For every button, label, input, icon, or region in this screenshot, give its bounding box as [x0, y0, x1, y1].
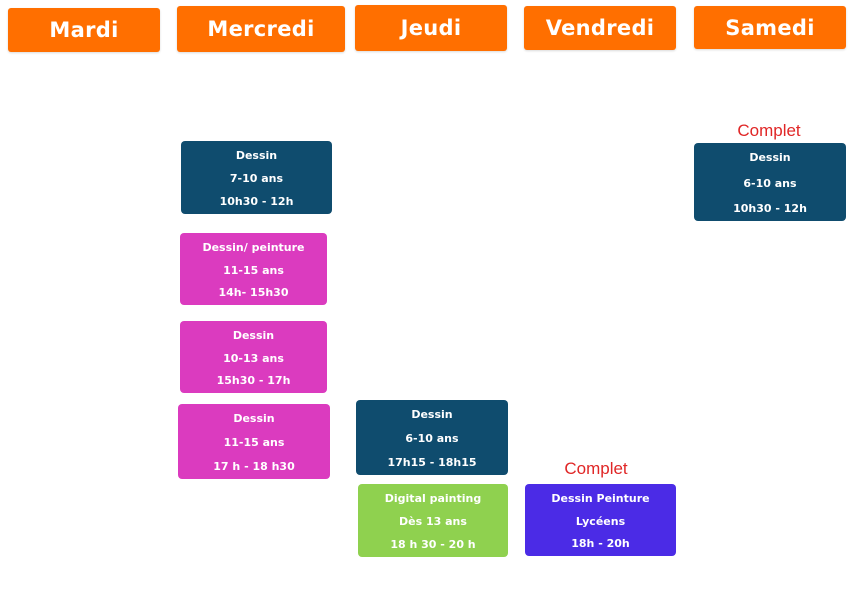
session-activity: Dessin/ peinture — [202, 241, 305, 254]
session-card-jeudi-1: Dessin 6-10 ans 17h15 - 18h15 — [356, 400, 508, 475]
session-card-vendredi-1: Dessin Peinture Lycéens 18h - 20h — [525, 484, 676, 556]
day-label: Mardi — [49, 18, 119, 42]
day-label: Mercredi — [207, 17, 315, 41]
session-time: 10h30 - 12h — [219, 195, 294, 208]
session-activity: Dessin — [411, 408, 453, 421]
session-card-samedi-1: Dessin 6-10 ans 10h30 - 12h — [694, 143, 846, 221]
session-activity: Dessin — [749, 151, 791, 164]
session-card-mercredi-2: Dessin/ peinture 11-15 ans 14h- 15h30 — [180, 233, 327, 305]
complet-label-vendredi: Complet — [564, 459, 628, 478]
session-activity: Dessin — [233, 412, 275, 425]
session-ages: 6-10 ans — [405, 432, 459, 445]
session-card-mercredi-4: Dessin 11-15 ans 17 h - 18 h30 — [178, 404, 330, 479]
day-header-jeudi: Jeudi — [355, 5, 507, 51]
session-ages: 7-10 ans — [229, 172, 284, 185]
session-card-mercredi-3: Dessin 10-13 ans 15h30 - 17h — [180, 321, 327, 393]
session-ages: 6-10 ans — [743, 176, 797, 190]
day-header-mercredi: Mercredi — [177, 6, 345, 52]
day-header-vendredi: Vendredi — [524, 6, 676, 50]
session-ages: 11-15 ans — [223, 436, 285, 449]
complet-label-samedi: Complet — [737, 121, 801, 140]
day-label: Vendredi — [545, 16, 655, 40]
session-time: 18 h 30 - 20 h — [390, 538, 476, 551]
session-ages: 10-13 ans — [223, 351, 284, 365]
day-label: Jeudi — [400, 16, 462, 40]
session-card-jeudi-2: Digital painting Dès 13 ans 18 h 30 - 20… — [358, 484, 508, 557]
session-time: 18h - 20h — [571, 537, 630, 550]
session-activity: Dessin — [235, 149, 278, 162]
session-time: 17 h - 18 h30 — [213, 460, 295, 473]
session-ages: Dès 13 ans — [399, 515, 467, 528]
session-time: 10h30 - 12h — [733, 202, 807, 215]
session-activity: Dessin — [232, 329, 275, 342]
session-ages: Lycéens — [575, 514, 626, 528]
session-ages: 11-15 ans — [223, 263, 284, 277]
session-activity: Dessin Peinture — [551, 492, 650, 505]
session-card-mercredi-1: Dessin 7-10 ans 10h30 - 12h — [181, 141, 332, 214]
session-time: 17h15 - 18h15 — [387, 456, 477, 469]
day-header-mardi: Mardi — [8, 8, 160, 52]
session-time: 15h30 - 17h — [216, 374, 291, 387]
session-time: 14h- 15h30 — [218, 286, 289, 299]
day-header-samedi: Samedi — [694, 6, 846, 49]
day-label: Samedi — [725, 15, 815, 40]
session-activity: Digital painting — [384, 492, 482, 505]
